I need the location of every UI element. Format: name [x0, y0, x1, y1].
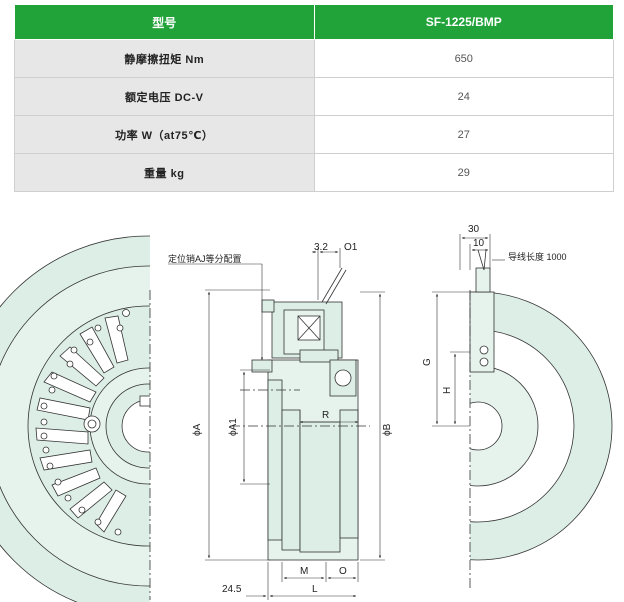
dim-24-5: 24.5: [222, 584, 242, 595]
row-value-weight: 29: [313, 153, 614, 192]
row-value-voltage: 24: [313, 77, 614, 116]
row-label-voltage: 额定电压 DC-V: [14, 77, 315, 116]
dim-phi-a1: ϕA1: [228, 418, 239, 436]
spec-table: 型号 SF-1225/BMP 静摩擦扭矩 Nm 650 额定电压 DC-V 24…: [14, 4, 614, 192]
table-row: 重量 kg 29: [14, 153, 614, 192]
row-label-weight: 重量 kg: [14, 153, 315, 192]
row-value-torque: 650: [313, 39, 614, 78]
dim-30: 30: [468, 224, 480, 235]
dim-m: M: [300, 566, 308, 577]
vent-holes: [40, 309, 130, 536]
header-model-value: SF-1225/BMP: [313, 4, 614, 40]
dim-h: H: [442, 387, 453, 394]
dim-r: R: [322, 410, 329, 421]
table-row: 额定电压 DC-V 24: [14, 77, 614, 116]
dim-phi-a: ϕA: [192, 423, 203, 436]
pin-note: 定位销AJ等分配置: [168, 253, 242, 264]
dim-10: 10: [473, 238, 485, 249]
section-view: [230, 267, 370, 561]
table-header-row: 型号 SF-1225/BMP: [14, 4, 614, 40]
dim-o1: O1: [344, 242, 358, 253]
dim-g: G: [422, 358, 433, 366]
row-label-torque: 静摩擦扭矩 Nm: [14, 39, 315, 78]
dim-o: O: [339, 566, 347, 577]
dim-3-2: 3.2: [314, 242, 328, 253]
table-row: 功率 W（at75℃） 27: [14, 115, 614, 154]
row-value-power: 27: [313, 115, 614, 154]
side-view: [469, 249, 613, 590]
dim-phi-b: ϕB: [382, 423, 393, 436]
technical-drawing: 3.2 O1 定位销AJ等分配置 R ϕA ϕA1 ϕB M O L 24.5 …: [0, 224, 613, 602]
table-row: 静摩擦扭矩 Nm 650: [14, 39, 614, 78]
lead-length-note: 导线长度 1000: [508, 251, 567, 262]
front-view: [0, 235, 151, 602]
dim-l: L: [312, 584, 318, 595]
dimension-labels: 3.2 O1 定位销AJ等分配置 R ϕA ϕA1 ϕB M O L 24.5 …: [168, 224, 567, 595]
header-model-label: 型号: [14, 4, 315, 40]
row-label-power: 功率 W（at75℃）: [14, 115, 315, 154]
